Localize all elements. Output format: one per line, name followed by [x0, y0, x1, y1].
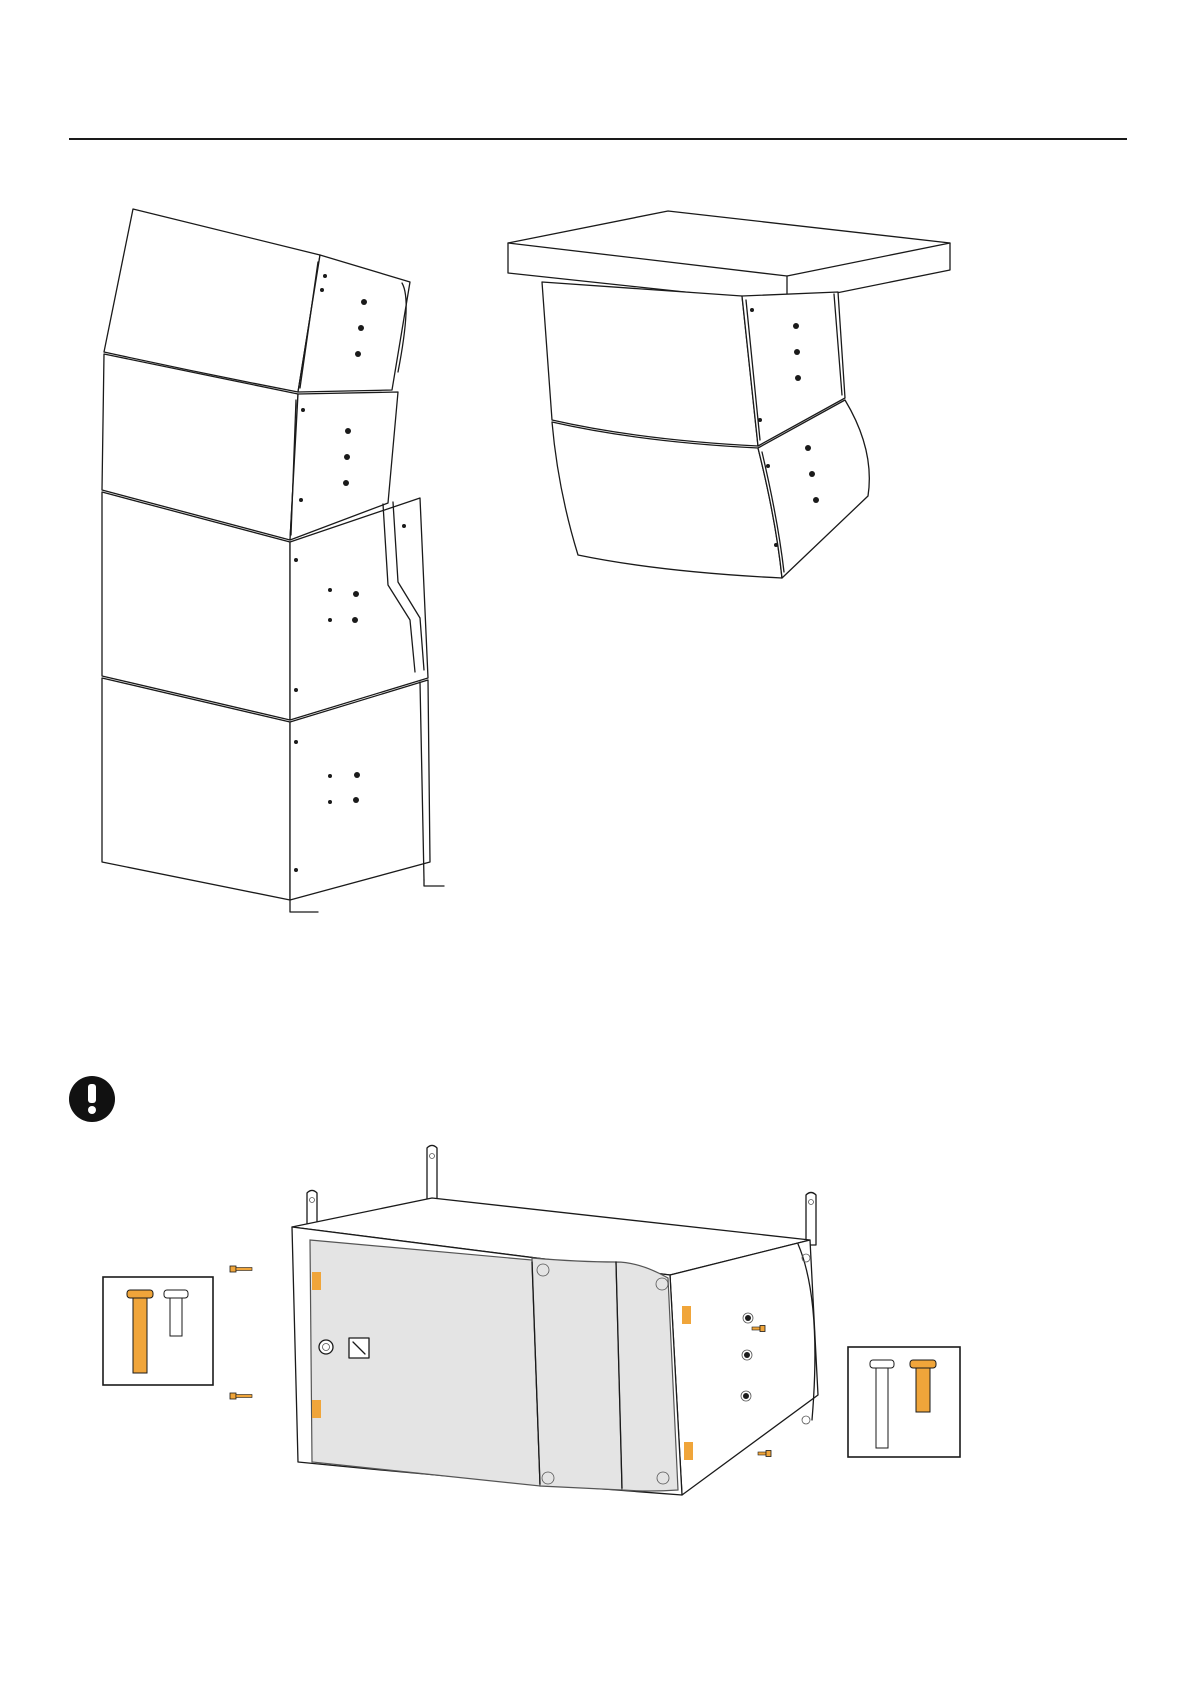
ground-stacked-array	[102, 209, 444, 912]
screw-top-left	[230, 1266, 252, 1272]
screw-inset-right	[848, 1347, 960, 1457]
flown-array	[508, 211, 950, 578]
screw-side-bottom	[758, 1451, 771, 1457]
flown-cabinet-1	[542, 282, 845, 446]
exclamation-icon	[69, 1076, 115, 1122]
screw-bottom-left	[230, 1393, 252, 1399]
screw-inset-left	[103, 1277, 213, 1385]
cabinet-detail	[292, 1146, 818, 1496]
